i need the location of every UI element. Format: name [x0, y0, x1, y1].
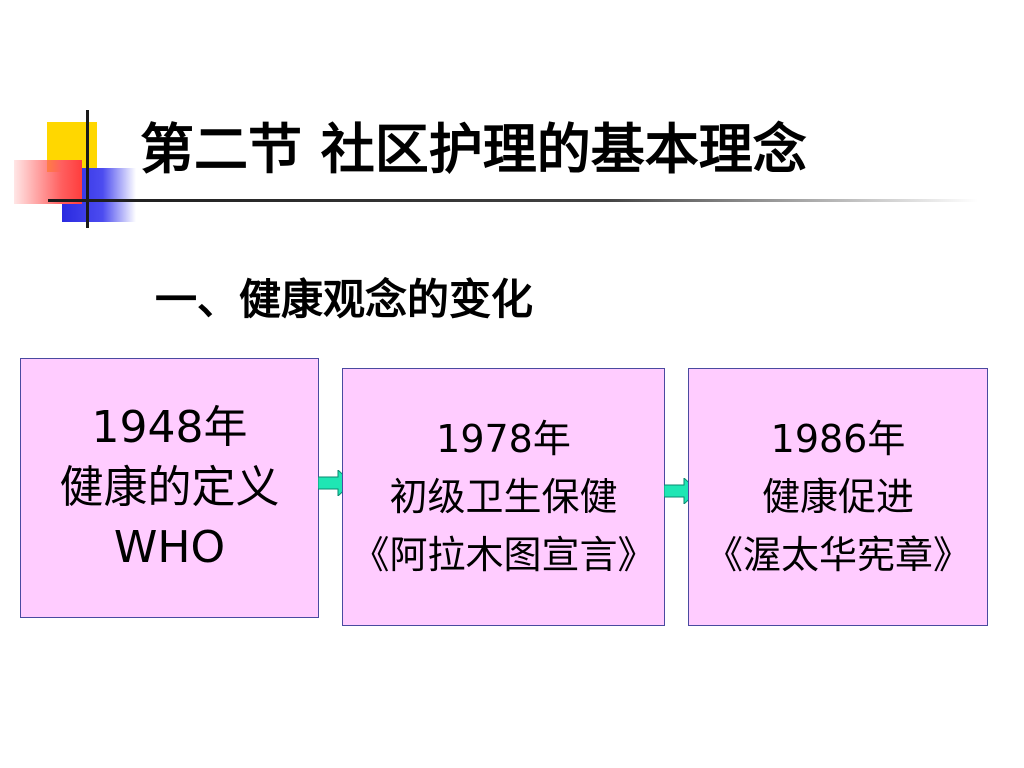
box-topic: 健康的定义: [59, 462, 280, 513]
box-year: 1986年: [770, 417, 906, 461]
box-source: 《渥太华宪章》: [704, 533, 971, 577]
box-source: 《阿拉木图宣言》: [351, 533, 656, 577]
timeline-box-1948: 1948年 健康的定义 WHO: [20, 358, 319, 618]
box-year: 1948年: [91, 402, 248, 453]
box-topic: 健康促进: [761, 475, 914, 519]
decor-vertical-line: [86, 110, 89, 228]
box-source: WHO: [113, 522, 226, 573]
box-topic: 初级卫生保健: [389, 475, 618, 519]
title-underline: [48, 199, 978, 202]
section-heading: 一、健康观念的变化: [155, 275, 534, 324]
timeline-box-1986: 1986年 健康促进 《渥太华宪章》: [688, 368, 988, 626]
slide-title: 第二节 社区护理的基本理念: [140, 118, 807, 181]
timeline-box-1978: 1978年 初级卫生保健 《阿拉木图宣言》: [342, 368, 665, 626]
box-year: 1978年: [436, 417, 571, 461]
decor-red-square: [14, 160, 82, 204]
